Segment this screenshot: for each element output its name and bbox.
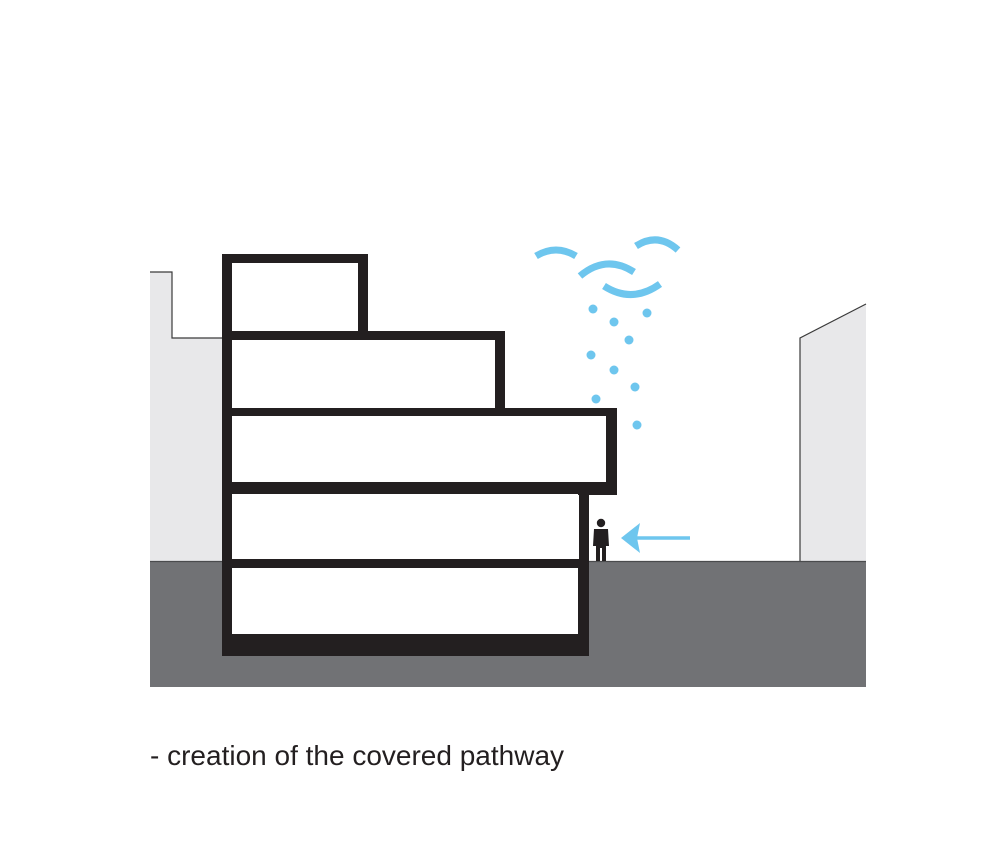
arrow-left-icon <box>621 523 690 553</box>
neighbor-building-left <box>150 271 222 561</box>
cloud-icon <box>534 236 681 298</box>
building-section <box>222 254 617 656</box>
neighbor-building-right <box>799 303 867 561</box>
raindrop-icon <box>586 304 652 430</box>
caption: - creation of the covered pathway <box>150 740 565 771</box>
person-icon <box>593 518 609 561</box>
